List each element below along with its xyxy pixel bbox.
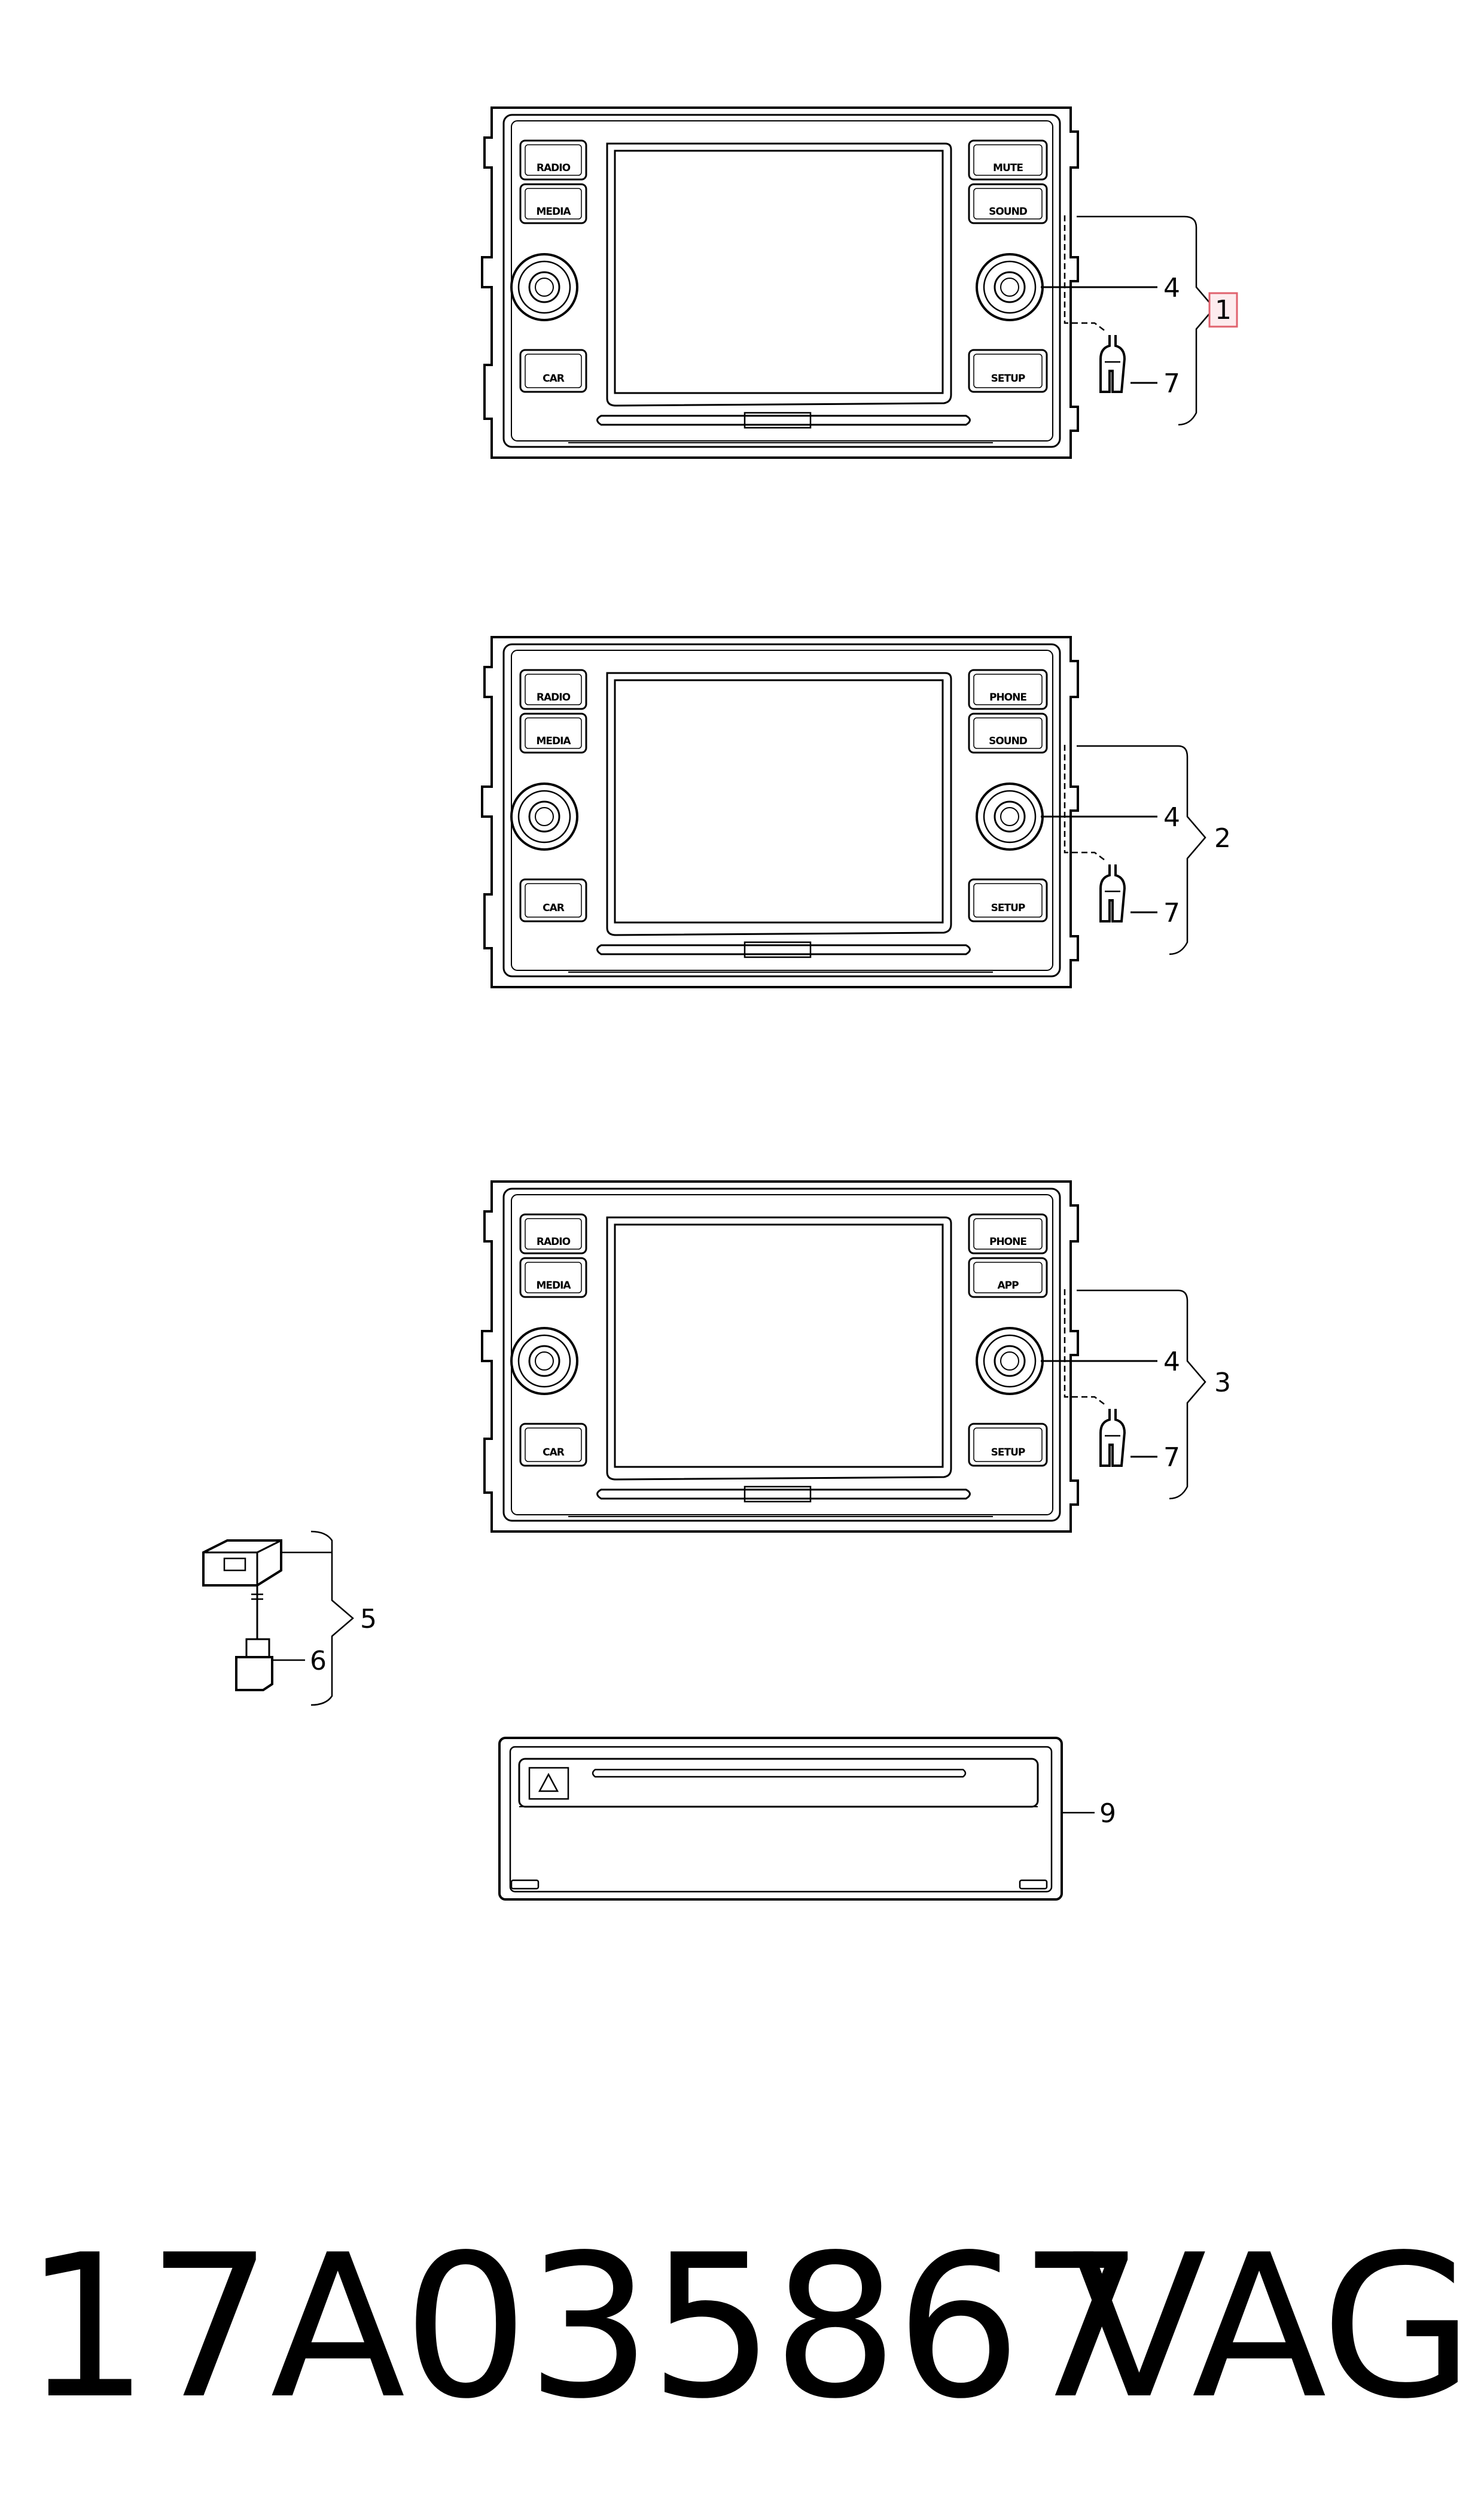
media-button-label: MEDIA (536, 735, 571, 747)
callout-knob: 4 (1163, 802, 1180, 833)
sound-button-label: SOUND (989, 206, 1028, 218)
radio-button-label: RADIO (537, 1236, 571, 1248)
callout-group: 2 (1214, 823, 1231, 854)
callout-group-module: 5 (360, 1604, 377, 1634)
mute-button-label: MUTE (993, 162, 1023, 174)
eject-triangle-icon (538, 1773, 559, 1792)
clip-dashed-line (1064, 745, 1107, 862)
module-bracket (310, 1530, 354, 1706)
car-button-label: CAR (543, 902, 565, 914)
callout-plug: 6 (310, 1646, 327, 1676)
setup-button-label: SETUP (991, 902, 1025, 914)
connector-clip-icon (1099, 1408, 1126, 1467)
radio-unit-2: RADIO MEDIA CAR PHONE SOUND SETUP 4 7 2 (481, 636, 1231, 988)
radio-button-label: RADIO (537, 162, 571, 174)
callout-group: 3 (1214, 1368, 1231, 1398)
connector-clip-icon (1099, 863, 1126, 922)
clip-dashed-line (1064, 215, 1107, 333)
car-button-label: CAR (543, 373, 565, 385)
callout-drive: 9 (1099, 1798, 1116, 1829)
cd-drive-unit: 9 (498, 1737, 1116, 1901)
media-button-label: MEDIA (536, 206, 571, 218)
sound-button-label: SOUND (989, 735, 1028, 747)
group-bracket (1077, 215, 1215, 426)
callout-knob: 4 (1163, 273, 1180, 303)
media-button-label: MEDIA (536, 1280, 571, 1292)
callout-connector: 7 (1163, 369, 1180, 399)
callout-connector: 7 (1163, 1442, 1180, 1473)
part-number-footer: 17A035867 VAG (24, 2202, 1474, 2453)
plug-icon (235, 1656, 273, 1691)
app-button-label: APP (997, 1280, 1019, 1292)
group-bracket (1077, 1289, 1206, 1500)
connector-clip-icon (1099, 334, 1126, 393)
car-button-label: CAR (543, 1447, 565, 1459)
antenna-module-assembly: 6 5 (202, 1530, 377, 1706)
phone-button-label: PHONE (989, 692, 1026, 704)
part-number: 17A035867 (24, 2212, 1144, 2442)
setup-button-label: SETUP (991, 1447, 1025, 1459)
callout-knob: 4 (1163, 1347, 1180, 1377)
callout-connector: 7 (1163, 898, 1180, 928)
radio-button-label: RADIO (537, 692, 571, 704)
highlighted-callout-box (1208, 292, 1238, 328)
radio-unit-1: RADIO MEDIA CAR MUTE SOUND SETUP 4 7 1 (481, 106, 1238, 459)
disc-slot (592, 1768, 967, 1778)
group-bracket (1077, 745, 1206, 955)
module-box-icon (202, 1539, 282, 1587)
phone-button-label: PHONE (989, 1236, 1026, 1248)
setup-button-label: SETUP (991, 373, 1025, 385)
brand-name: VAG (1071, 2212, 1474, 2442)
radio-unit-3: RADIO MEDIA CAR PHONE APP SETUP 4 7 3 (481, 1180, 1231, 1533)
callout-group: 1 (1215, 295, 1232, 325)
clip-dashed-line (1064, 1289, 1107, 1406)
